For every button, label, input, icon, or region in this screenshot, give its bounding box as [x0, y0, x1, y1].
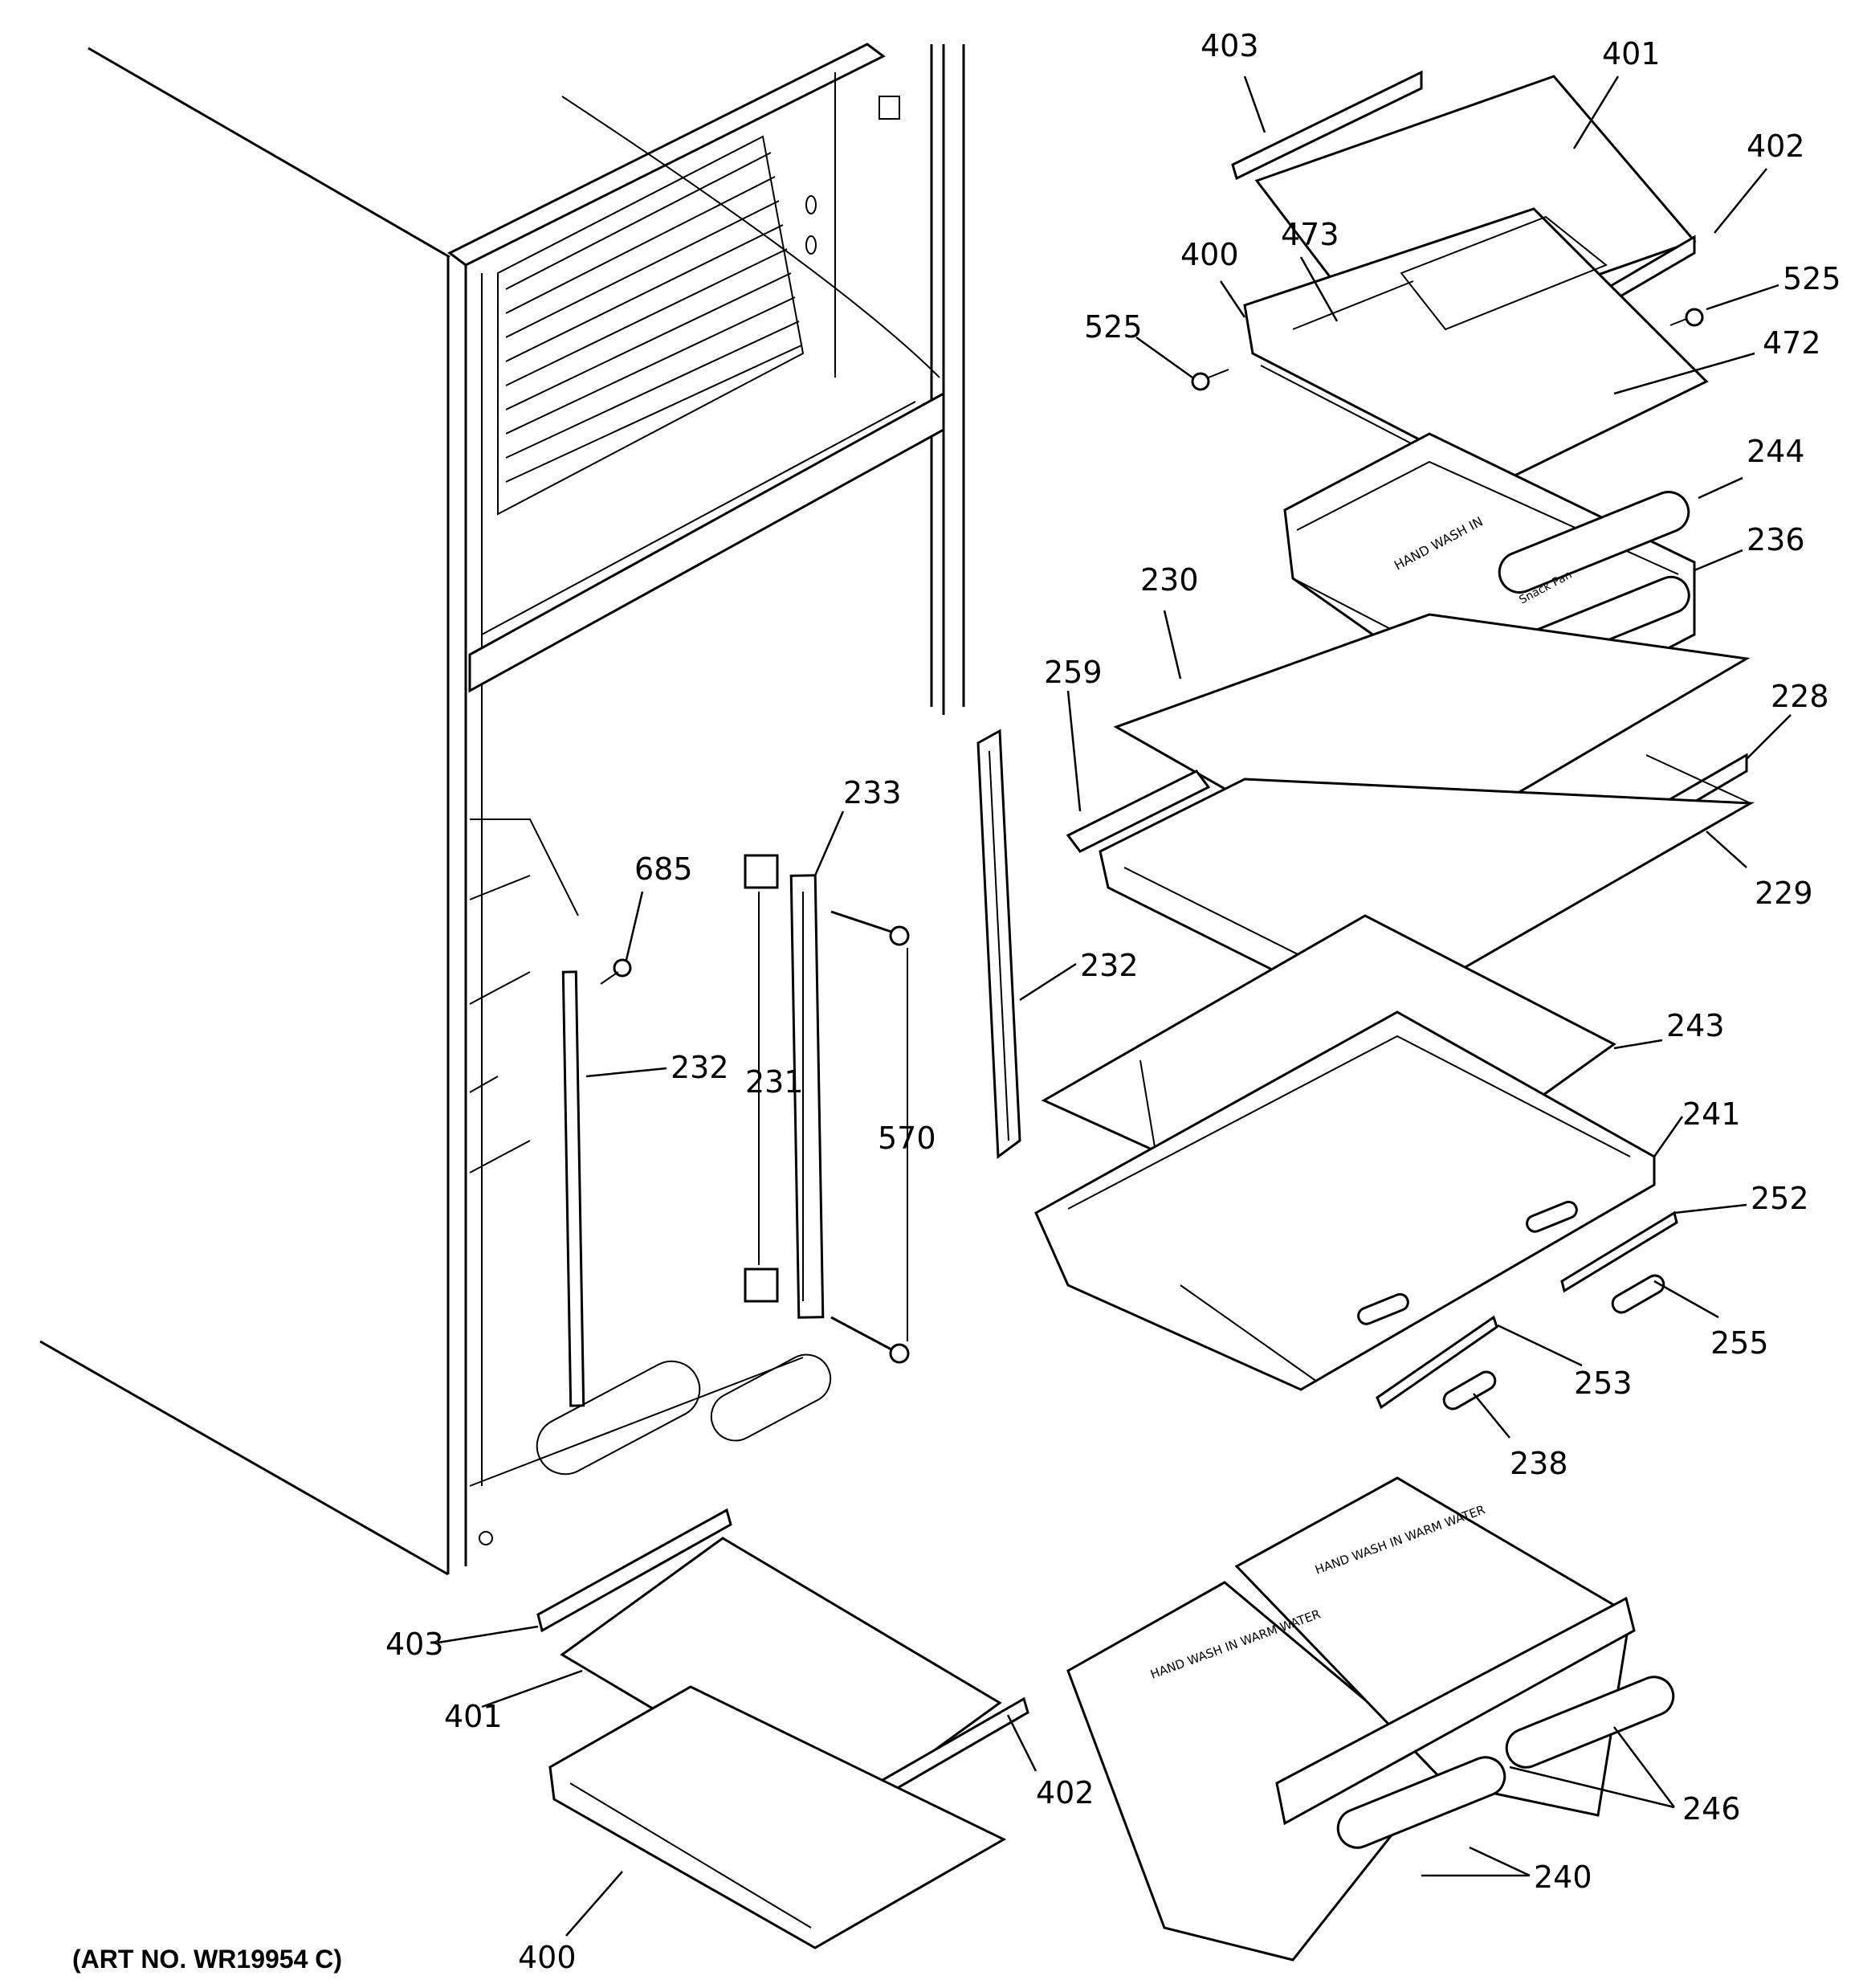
- label-403-top: 403: [1201, 28, 1259, 63]
- part-labels: 403 401 402 400 473 525 525 472 244 236 …: [385, 28, 1841, 1975]
- clips-231: [744, 854, 779, 1303]
- label-402-top: 402: [1747, 129, 1805, 164]
- label-228: 228: [1771, 679, 1829, 714]
- bottom-shelf-assembly: [536, 1508, 1029, 1949]
- label-233: 233: [843, 775, 902, 810]
- label-231: 231: [745, 1064, 804, 1100]
- label-243: 243: [1666, 1008, 1725, 1043]
- label-401-bottom: 401: [444, 1699, 503, 1734]
- refrigerator-cabinet: [39, 43, 965, 1576]
- evaporator-ribs: [497, 96, 940, 516]
- top-shelf-assembly: [1191, 70, 1709, 484]
- label-232-left: 232: [671, 1050, 729, 1085]
- label-525-right: 525: [1783, 261, 1841, 296]
- rail-232-left: [561, 970, 585, 1407]
- label-238: 238: [1510, 1446, 1568, 1481]
- middle-shelf: [1066, 613, 1755, 1022]
- screw-685: [600, 958, 632, 985]
- label-570: 570: [878, 1121, 936, 1156]
- label-400-bottom: 400: [518, 1940, 577, 1975]
- label-236: 236: [1747, 522, 1805, 557]
- crisper-bins: HAND WASH IN WARM WATER HAND WASH IN WAR…: [1066, 1476, 1675, 1961]
- label-255: 255: [1710, 1325, 1769, 1361]
- label-685: 685: [634, 851, 693, 887]
- label-229: 229: [1755, 876, 1813, 911]
- label-401-top: 401: [1602, 36, 1661, 71]
- label-232-right: 232: [1080, 948, 1139, 983]
- label-230: 230: [1140, 562, 1199, 598]
- leader-lines: [437, 76, 1792, 1937]
- label-259: 259: [1044, 655, 1103, 690]
- crisper-drawer-241: [1034, 1010, 1656, 1391]
- screws-570: [830, 910, 910, 1364]
- crisper-parts-252-253-255-238: [1376, 1210, 1678, 1410]
- label-473: 473: [1281, 217, 1339, 252]
- label-240: 240: [1534, 1859, 1592, 1895]
- label-252: 252: [1751, 1181, 1809, 1216]
- label-400-top: 400: [1180, 237, 1239, 272]
- label-403-bottom: 403: [385, 1627, 444, 1662]
- label-246: 246: [1682, 1791, 1741, 1827]
- art-number-caption: (ART NO. WR19954 C): [72, 1945, 342, 1974]
- label-472: 472: [1763, 325, 1821, 361]
- rail-232-right: [976, 729, 1021, 1159]
- label-244: 244: [1747, 434, 1805, 469]
- label-241: 241: [1682, 1096, 1741, 1132]
- label-402-bottom: 402: [1036, 1775, 1095, 1810]
- label-253: 253: [1574, 1365, 1633, 1401]
- ladder-rail-233: [789, 874, 825, 1319]
- label-525-left: 525: [1084, 309, 1143, 345]
